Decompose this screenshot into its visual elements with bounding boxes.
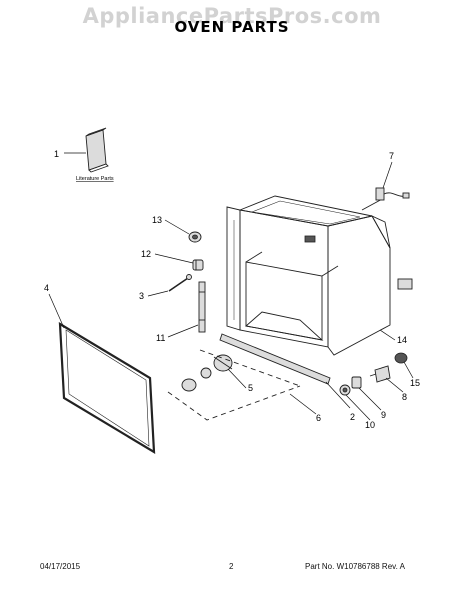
control-knob-illustration [181, 354, 233, 392]
dashed-bracket [167, 349, 301, 421]
leader-7 [382, 161, 393, 189]
screw-illustration [168, 274, 192, 292]
callout-12: 12 [141, 249, 151, 259]
door-gasket-illustration [58, 321, 156, 455]
leader-10 [345, 394, 371, 421]
callout-13: 13 [152, 215, 162, 225]
part-11-illustration [198, 281, 206, 333]
oven-cavity-illustration [226, 195, 413, 356]
callout-15: 15 [410, 378, 420, 388]
leader-3 [147, 290, 169, 297]
footer-part-number: Part No. W10786788 Rev. A [305, 562, 405, 571]
callout-5: 5 [248, 383, 253, 393]
part-10-illustration [339, 384, 351, 396]
part-15-illustration [394, 352, 408, 364]
callout-10: 10 [365, 420, 375, 430]
callout-4: 4 [44, 283, 49, 293]
leader-11 [167, 324, 199, 338]
callout-9: 9 [381, 410, 386, 420]
callout-2: 2 [350, 412, 355, 422]
temperature-sensor-illustration [361, 187, 410, 211]
callout-6: 6 [316, 413, 321, 423]
leader-8 [385, 377, 404, 393]
part-9-illustration [351, 376, 362, 389]
leader-2 [325, 381, 351, 409]
leader-13 [164, 219, 190, 235]
footer-page-number: 2 [229, 562, 234, 571]
literature-parts-label: Literature Parts [76, 176, 114, 182]
callout-14: 14 [397, 335, 407, 345]
callout-8: 8 [402, 392, 407, 402]
leader-9 [358, 387, 382, 411]
callout-1: 1 [54, 149, 59, 159]
part-13-illustration [188, 231, 202, 243]
literature-book-illustration [85, 127, 109, 173]
watermark-text: AppliancePartsPros.com [82, 4, 382, 28]
page-title: OVEN PARTS [174, 18, 290, 36]
callout-3: 3 [139, 291, 144, 301]
footer-date: 04/17/2015 [40, 562, 81, 571]
leader-12 [154, 253, 194, 264]
callout-7: 7 [389, 151, 394, 161]
leader-6 [289, 393, 317, 415]
leader-5 [227, 368, 247, 389]
leader-4 [48, 293, 65, 329]
leader-15 [403, 361, 414, 379]
part-12-illustration [192, 259, 204, 271]
part-8-illustration [369, 365, 391, 383]
part-2-illustration [219, 333, 331, 385]
callout-11: 11 [156, 333, 165, 343]
leader-14 [379, 329, 396, 341]
